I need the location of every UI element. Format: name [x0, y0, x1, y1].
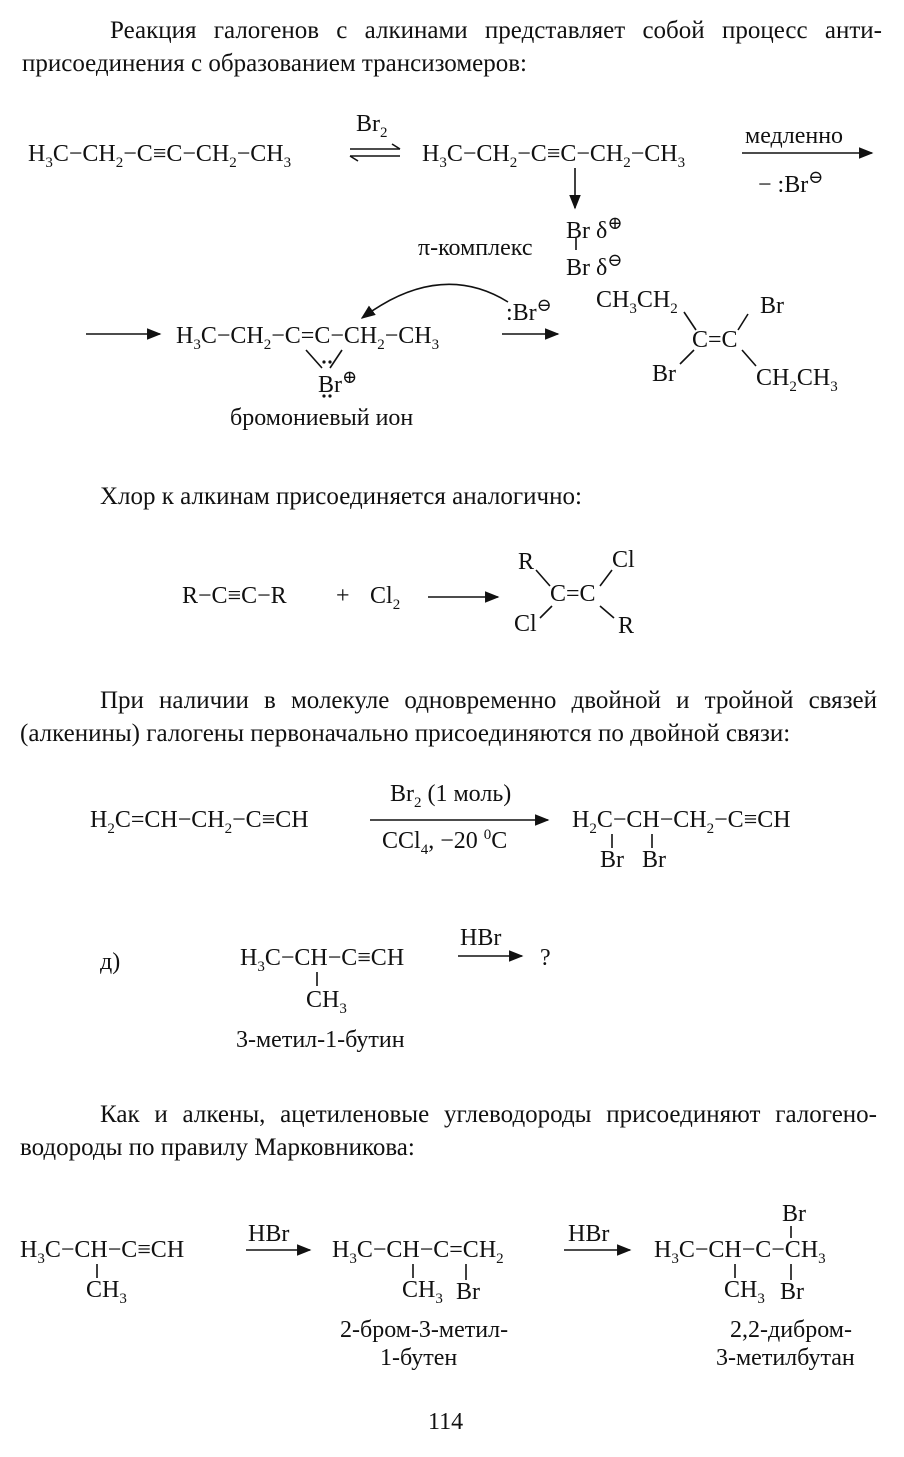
paragraph-1-line-1: Реакция галогенов с алкинами представляе…: [110, 17, 882, 44]
r2-product-double-bond: C=C: [550, 581, 596, 607]
r3-product: H2C−CH−CH2−C≡CH: [572, 807, 791, 837]
paragraph-2-line-1: При наличии в молекуле одновременно двой…: [100, 687, 877, 714]
equilibrium-forward-head-icon: [391, 143, 401, 150]
r1-reagent: Br2: [356, 111, 388, 141]
plus-circle-icon: ⊕: [607, 213, 623, 233]
r5-product-name-1: 2,2-дибром-: [730, 1317, 852, 1343]
r2-product-top-left: R: [518, 549, 535, 575]
paragraph-2-line-2: (алкенины) галогены первоначально присое…: [20, 720, 791, 747]
attack-curved-arrow-icon: [360, 283, 509, 319]
r1-bromonium-br: Br⊕: [318, 367, 358, 398]
r1-product-double-bond: C=C: [692, 327, 738, 353]
plus-circle-icon: ⊕: [342, 367, 358, 387]
equilibrium-back-head-icon: [349, 155, 359, 162]
page-number: 114: [428, 1409, 464, 1435]
r5-intermediate-methyl: CH3: [402, 1277, 443, 1307]
r5-product-br-bottom: Br: [780, 1279, 804, 1305]
bromonium-bond-left: [305, 349, 323, 369]
product-bond-bl: [679, 349, 695, 365]
paragraph-1-line-2: присоединения с образованием трансизомер…: [22, 50, 527, 77]
r2-product-bottom-right: R: [618, 613, 635, 639]
r2-bond-tl: [535, 569, 551, 587]
paragraph-3-line-1: Как и алкены, ацетиленовые углеводороды …: [100, 1101, 877, 1128]
r3-product-br-2: Br: [642, 847, 666, 873]
r1-leaving-bromide: − :Br⊖: [758, 167, 824, 198]
r1-product-top-left: CH3CH2: [596, 287, 678, 317]
r5-product-methyl: CH3: [724, 1277, 765, 1307]
r5-intermediate-name-2: 1-бутен: [380, 1345, 458, 1371]
r1-reactant: H3C−CH2−C≡C−CH2−CH3: [28, 141, 292, 171]
r1-pi-complex-label: π-комплекс: [418, 235, 533, 261]
r1-br-delta-minus: Br δ⊖: [566, 250, 623, 281]
r1-product-bottom-right: CH2CH3: [756, 365, 838, 395]
product-bond-br: [741, 349, 757, 367]
r1-slow-label: медленно: [745, 123, 844, 149]
r2-bond-tr: [599, 569, 613, 587]
r1-br-delta-plus: Br δ⊕: [566, 213, 623, 244]
r3-condition-top: Br2 (1 моль): [390, 781, 512, 811]
minus-circle-icon: ⊖: [808, 167, 824, 187]
r1-product-top-right: Br: [760, 293, 784, 319]
r2-reactant: R−C≡C−R: [182, 583, 287, 609]
r3-condition-bottom: CCl4, −20 0C: [382, 827, 508, 858]
r4-reagent: HBr: [460, 925, 502, 951]
product-bond-tr: [737, 313, 749, 331]
r2-bond-bl: [539, 605, 553, 619]
r1-bromonium-label: бромониевый ион: [230, 405, 414, 431]
bromonium-bond-right: [329, 349, 343, 369]
r1-bromonium: H3C−CH2−C=C−CH2−CH3: [176, 323, 440, 353]
r1-pi-complex: H3C−CH2−C≡C−CH2−CH3: [422, 141, 686, 171]
r2-plus: +: [336, 583, 350, 609]
r4-question-mark: ?: [540, 945, 551, 971]
minus-circle-icon: ⊖: [536, 295, 552, 315]
r2-product-bottom-left: Cl: [514, 611, 537, 637]
r5-product: H3C−CH−C−CH3: [654, 1237, 826, 1267]
r5-reactant-methyl: CH3: [86, 1277, 127, 1307]
paragraph-3-line-2: водороды по правилу Марковникова:: [20, 1134, 415, 1161]
r4-methyl: CH3: [306, 987, 347, 1017]
product-bond-tl: [683, 311, 697, 331]
r5-reagent-2: HBr: [568, 1221, 610, 1247]
r5-product-br-top: Br: [782, 1201, 806, 1227]
r2-chlorine: Cl2: [370, 583, 401, 613]
r4-name: 3-метил-1-бутин: [236, 1027, 405, 1053]
r1-product-bottom-left: Br: [652, 361, 676, 387]
r5-reagent-1: HBr: [248, 1221, 290, 1247]
r3-product-br-1: Br: [600, 847, 624, 873]
r2-bond-br: [599, 605, 615, 619]
r1-attacking-bromide: :Br⊖: [506, 295, 552, 326]
r5-reactant: H3C−CH−C≡CH: [20, 1237, 185, 1267]
exercise-d-label: д): [100, 949, 121, 975]
chlorine-paragraph: Хлор к алкинам присоединяется аналогично…: [100, 483, 582, 510]
r5-intermediate: H3C−CH−C=CH2: [332, 1237, 504, 1267]
r5-intermediate-name-1: 2-бром-3-метил-: [340, 1317, 509, 1343]
r5-intermediate-br: Br: [456, 1279, 480, 1305]
r3-reactant: H2C=CH−CH2−C≡CH: [90, 807, 309, 837]
r5-product-name-2: 3-метилбутан: [716, 1345, 855, 1371]
r4-reactant: H3C−CH−C≡CH: [240, 945, 405, 975]
r2-product-top-right: Cl: [612, 547, 635, 573]
minus-circle-icon: ⊖: [607, 250, 623, 270]
